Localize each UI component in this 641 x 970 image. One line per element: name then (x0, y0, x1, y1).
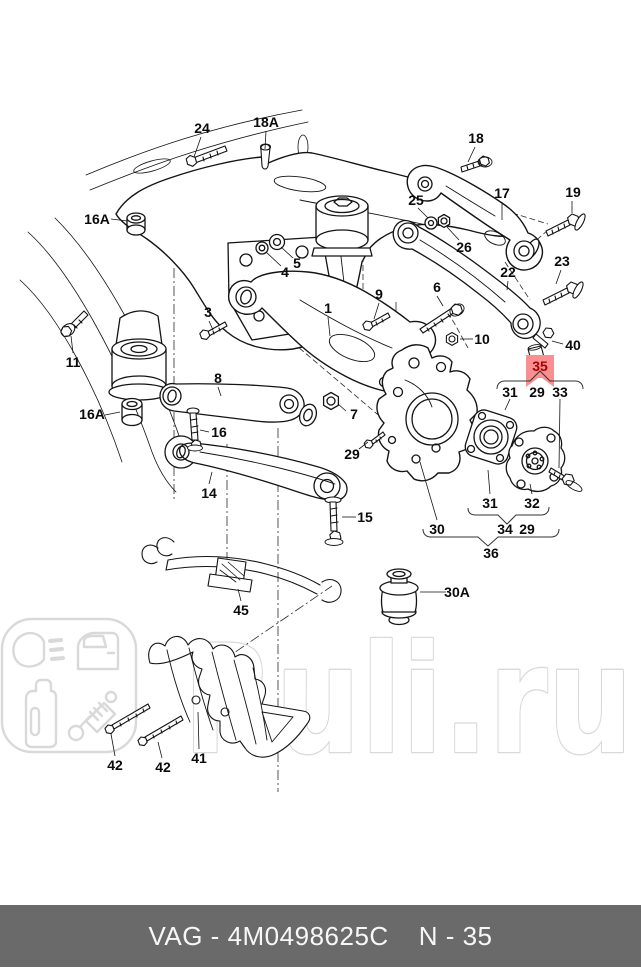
part-label-29: 29 (529, 384, 545, 400)
part-label-32: 32 (524, 495, 540, 511)
part-label-23: 23 (554, 253, 570, 269)
part-label-31: 31 (482, 495, 498, 511)
washer-4 (255, 241, 269, 255)
stabilizer-45 (141, 537, 342, 603)
watermark-logo-box (0, 617, 138, 754)
part-label-15: 15 (357, 509, 373, 525)
parts-linework (19, 109, 566, 758)
bolt-9 (362, 312, 391, 331)
nut-10 (445, 331, 459, 346)
footer-bar: VAG - 4M0498625C N - 35 (0, 905, 641, 967)
watermark: Ruli.ru (0, 613, 634, 789)
bolt-3 (199, 321, 228, 340)
part-label-42: 42 (155, 759, 171, 775)
part-label-42: 42 (107, 757, 123, 773)
part-label-31: 31 (502, 384, 518, 400)
bolt-42-left (104, 703, 151, 735)
bolt-11 (60, 310, 89, 337)
part-label-18A: 18A (253, 114, 279, 130)
bushing-16a-upper (126, 212, 146, 236)
wheel-hub-32 (505, 426, 566, 493)
headlight-icon (12, 631, 65, 668)
part-label-6: 6 (433, 279, 441, 295)
part-label-7: 7 (350, 406, 358, 422)
part-label-24: 24 (194, 120, 210, 136)
skid-plate-41 (148, 635, 311, 758)
bolt-29 (363, 431, 386, 449)
part-label-19: 19 (565, 184, 581, 200)
part-label-14: 14 (201, 485, 217, 501)
washer-5 (268, 233, 286, 251)
part-label-16A: 16A (84, 211, 110, 227)
knuckle-30 (376, 344, 478, 482)
part-label-18: 18 (468, 130, 484, 146)
bolt-16 (186, 407, 203, 452)
part-label-3: 3 (204, 304, 212, 320)
highlight-35 (526, 355, 554, 387)
group-braces (422, 370, 584, 547)
part-label-30A: 30A (444, 584, 470, 600)
washer-25 (424, 216, 438, 230)
toe-link-22 (392, 219, 541, 340)
part-label-9: 9 (375, 286, 383, 302)
crossmember-mount (311, 195, 373, 257)
oil-canister-icon (24, 678, 58, 749)
fasteners (60, 143, 586, 747)
part-label-33: 33 (552, 384, 568, 400)
upper-link-8 (159, 382, 318, 427)
grommet-18a (259, 143, 272, 170)
part-label-4: 4 (281, 264, 289, 280)
shock-absorber-icon (67, 690, 118, 742)
bushing-16a-lower (121, 397, 143, 427)
nut-7 (322, 391, 340, 411)
part-label-40: 40 (565, 337, 581, 353)
part-label-41: 41 (191, 750, 207, 766)
bolt-15 (324, 496, 344, 546)
part-label-1: 1 (324, 300, 332, 316)
part-label-29: 29 (519, 521, 535, 537)
bolt-18 (460, 155, 493, 173)
bolt-24 (185, 145, 228, 167)
part-label-35: 35 (532, 358, 548, 374)
wheel-bearing-31 (464, 409, 518, 465)
part-label-11: 11 (65, 354, 81, 370)
part-label-25: 25 (408, 192, 424, 208)
bolt-6 (419, 303, 465, 334)
car-door-icon (76, 631, 120, 671)
subframe-mount (108, 310, 170, 401)
bolt-23 (542, 281, 584, 306)
footer-part-code: VAG - 4M0498625C (148, 920, 389, 951)
part-label-26: 26 (456, 239, 472, 255)
part-label-34: 34 (497, 521, 513, 537)
part-label-45: 45 (233, 602, 249, 618)
footer-page-code: N - 35 (418, 920, 493, 951)
part-label-29: 29 (344, 446, 360, 462)
bushing-30a (379, 568, 419, 626)
nut-26 (437, 213, 451, 229)
bolt-19 (545, 213, 586, 237)
part-label-22: 22 (500, 264, 516, 280)
part-label-16: 16 (211, 424, 227, 440)
part-label-17: 17 (494, 185, 510, 201)
bolt-33 (548, 467, 583, 492)
part-label-30: 30 (429, 521, 445, 537)
leader-lines (70, 130, 573, 759)
lower-rod-14 (164, 435, 348, 501)
part-label-36: 36 (483, 545, 499, 561)
part-label-5: 5 (293, 255, 301, 271)
part-label-8: 8 (214, 370, 222, 386)
bolt-42-right (137, 715, 184, 747)
part-label-10: 10 (474, 331, 490, 347)
part-label-16A: 16A (79, 406, 105, 422)
